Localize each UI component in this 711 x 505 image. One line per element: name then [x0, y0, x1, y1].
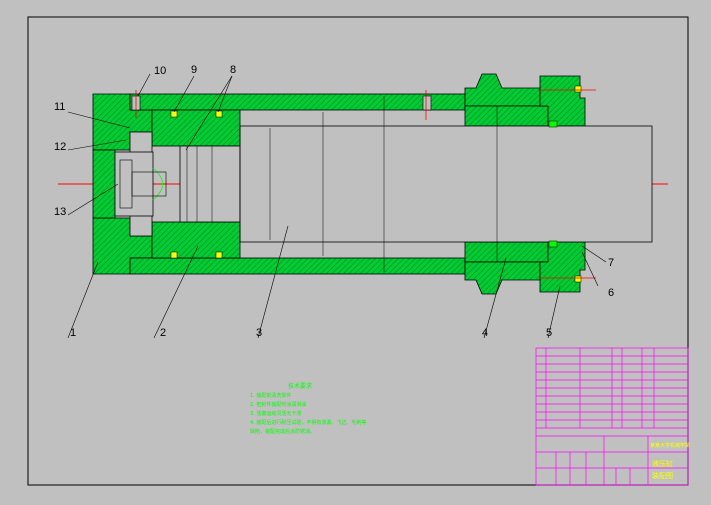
seals	[170, 85, 582, 283]
drawing-name-line1: 液压缸	[652, 459, 673, 468]
part-label-7: 7	[608, 257, 614, 269]
note-line-1: 1. 装配前清洗零件	[250, 392, 291, 399]
note-line-3: 3. 活塞运动灵活无卡滞	[250, 410, 301, 417]
lock-nut	[114, 151, 167, 217]
part-label-6: 6	[608, 287, 614, 299]
part-label-2: 2	[160, 327, 166, 339]
part-labels: 10 9 8 11 12 13 1 2 3 4 5 6 7	[54, 64, 614, 339]
bolts	[131, 89, 596, 279]
note-line-2: 2. 密封件装配时涂润滑油	[250, 401, 306, 408]
company-name: 某某大学机械学院	[650, 442, 690, 449]
piston	[129, 109, 241, 259]
technical-notes: 技术要求 1. 装配前清洗零件 2. 密封件装配时涂润滑油 3. 活塞运动灵活无…	[250, 382, 366, 435]
title-block-text: 液压缸 装配图 某某大学机械学院	[650, 442, 690, 480]
part-label-12: 12	[54, 141, 66, 153]
part-label-4: 4	[482, 327, 488, 339]
part-label-3: 3	[256, 327, 262, 339]
part-label-1: 1	[70, 327, 76, 339]
note-line-4: 4. 装配后进行耐压试验，不得有渗漏、飞边、毛刺等	[250, 419, 366, 426]
part-label-10: 10	[154, 65, 166, 77]
part-label-5: 5	[546, 327, 552, 339]
part-label-11: 11	[54, 101, 65, 113]
note-line-5: 缺陷，装配完成后涂防锈油。	[250, 428, 315, 435]
piston-rod	[239, 125, 653, 243]
dimension-lines	[186, 96, 498, 272]
drawing-frame	[27, 16, 689, 486]
drawing-name-line2: 装配图	[652, 471, 673, 480]
part-label-13: 13	[54, 206, 66, 218]
notes-title: 技术要求	[288, 382, 312, 390]
part-label-9: 9	[191, 64, 197, 76]
part-label-8: 8	[230, 64, 236, 76]
title-block	[535, 347, 689, 486]
